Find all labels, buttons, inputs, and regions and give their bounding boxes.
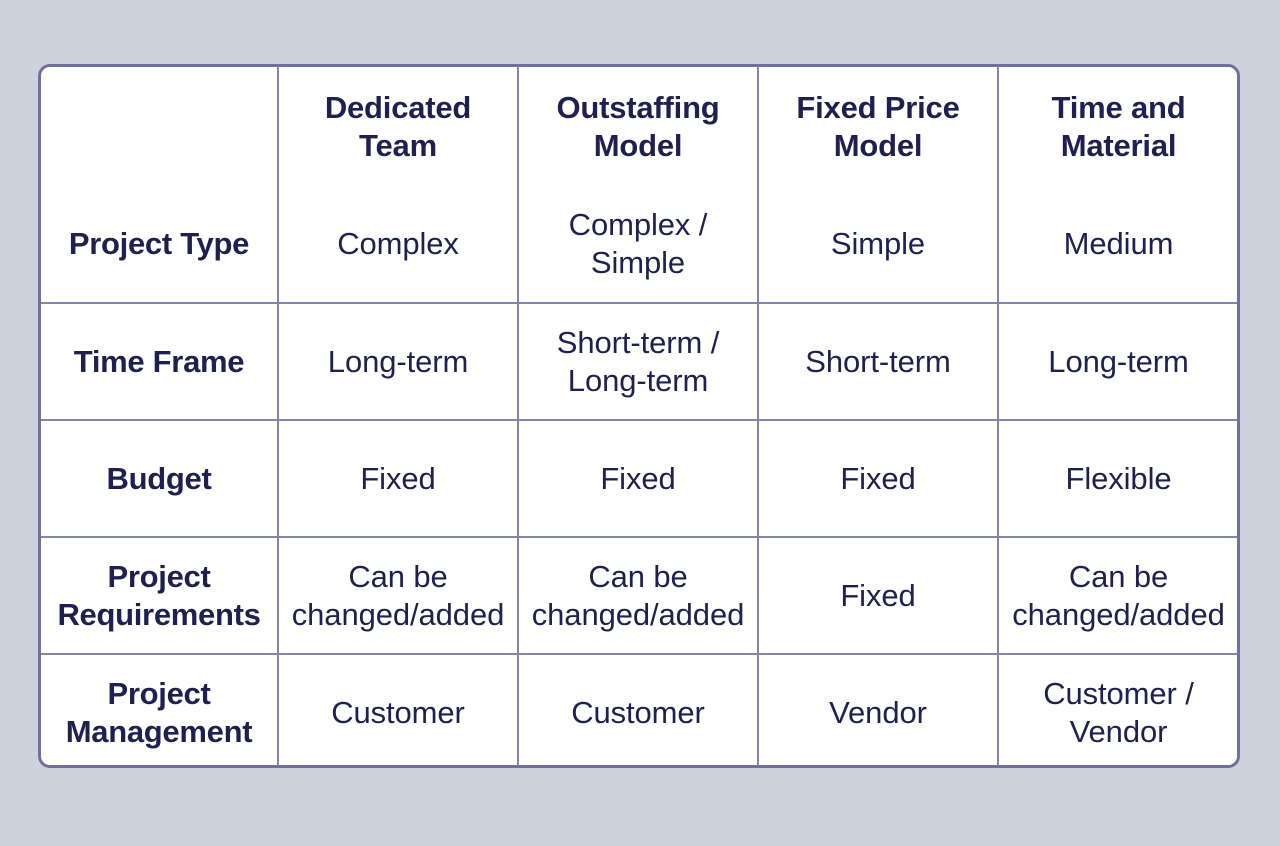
cell-project-type-dedicated-team: Complex bbox=[278, 186, 519, 304]
table-row: Time Frame Long-term Short-term / Long-t… bbox=[41, 303, 1237, 421]
cell-budget-dedicated-team: Fixed bbox=[278, 420, 519, 538]
cell-project-requirements-time-and-material: Can be changed/added bbox=[998, 537, 1237, 655]
cell-budget-time-and-material: Flexible bbox=[998, 420, 1237, 538]
row-header-project-type: Project Type bbox=[41, 186, 279, 304]
table-row: Project Requirements Can be changed/adde… bbox=[41, 537, 1237, 655]
table-corner-cell bbox=[41, 67, 279, 186]
table-row: Project Management Customer Customer Ven… bbox=[41, 654, 1237, 765]
row-header-budget: Budget bbox=[41, 420, 279, 538]
cell-project-requirements-dedicated-team: Can be changed/added bbox=[278, 537, 519, 655]
row-header-project-management: Project Management bbox=[41, 654, 279, 765]
cell-time-frame-time-and-material: Long-term bbox=[998, 303, 1237, 421]
cell-project-management-fixed-price-model: Vendor bbox=[758, 654, 999, 765]
cell-budget-fixed-price-model: Fixed bbox=[758, 420, 999, 538]
table-header: Dedicated Team Outstaffing Model Fixed P… bbox=[41, 67, 1237, 186]
cell-project-management-time-and-material: Customer / Vendor bbox=[1043, 676, 1194, 749]
engagement-models-comparison-table: Dedicated Team Outstaffing Model Fixed P… bbox=[41, 67, 1237, 765]
cell-time-frame-fixed-price-model: Short-term bbox=[758, 303, 999, 421]
column-header-time-and-material: Time and Material bbox=[1051, 89, 1186, 163]
cell-project-management-outstaffing-model: Customer bbox=[518, 654, 759, 765]
cell-time-frame-outstaffing-model: Short-term / Long-term bbox=[518, 303, 759, 421]
column-header-fixed-price-model: Fixed Price Model bbox=[758, 67, 999, 186]
cell-budget-outstaffing-model: Fixed bbox=[518, 420, 759, 538]
cell-project-management-dedicated-team: Customer bbox=[278, 654, 519, 765]
cell-project-type-outstaffing-model: Complex / Simple bbox=[518, 186, 759, 304]
row-header-time-frame: Time Frame bbox=[41, 303, 279, 421]
cell-project-type-fixed-price-model: Simple bbox=[758, 186, 999, 304]
cell-time-frame-dedicated-team: Long-term bbox=[278, 303, 519, 421]
cell-project-requirements-fixed-price-model: Fixed bbox=[758, 537, 999, 655]
row-header-project-requirements: Project Requirements bbox=[41, 537, 279, 655]
table-row: Budget Fixed Fixed Fixed Flexible bbox=[41, 420, 1237, 538]
cell-project-type-time-and-material: Medium bbox=[998, 186, 1237, 304]
table-body: Project Type Complex Complex / Simple Si… bbox=[41, 186, 1237, 765]
table-header-row: Dedicated Team Outstaffing Model Fixed P… bbox=[41, 67, 1237, 186]
column-header-dedicated-team: Dedicated Team bbox=[278, 67, 519, 186]
table-row: Project Type Complex Complex / Simple Si… bbox=[41, 186, 1237, 304]
column-header-outstaffing-model: Outstaffing Model bbox=[518, 67, 759, 186]
comparison-table-container: Dedicated Team Outstaffing Model Fixed P… bbox=[38, 64, 1240, 768]
cell-project-requirements-outstaffing-model: Can be changed/added bbox=[518, 537, 759, 655]
